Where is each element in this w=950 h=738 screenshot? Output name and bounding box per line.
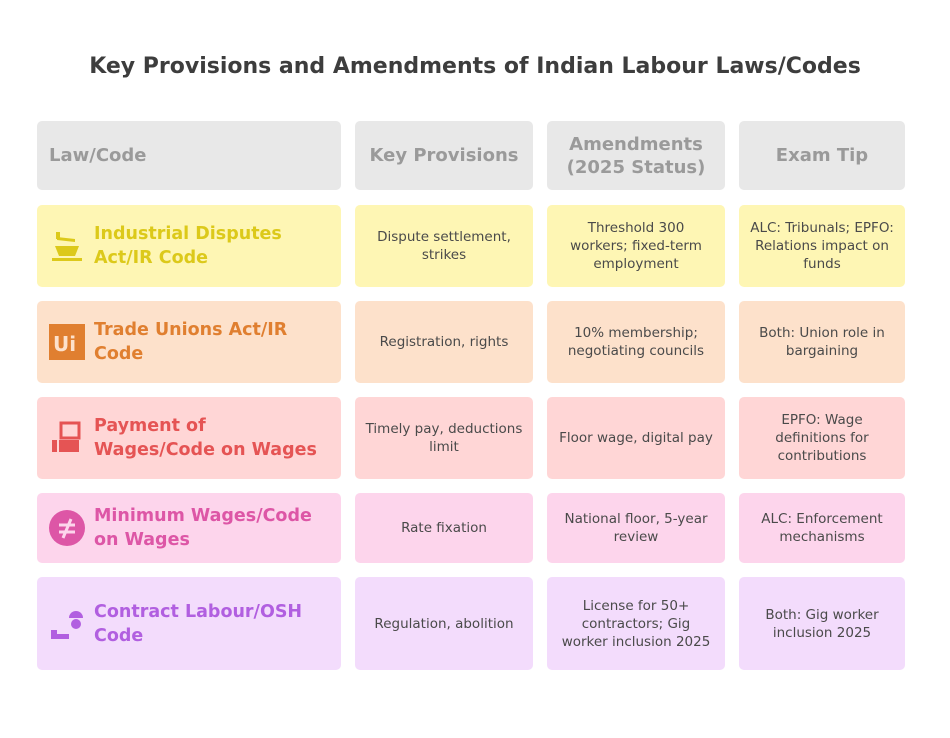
worker-icon [49,606,85,642]
svg-text:Ui: Ui [53,332,76,356]
header-exam-tip: Exam Tip [739,121,905,190]
law-name: Industrial Disputes Act/IR Code [94,224,282,268]
key-provisions-cell: Regulation, abolition [355,577,533,670]
exam-tip-cell: ALC: Enforcement mechanisms [739,493,905,563]
key-provisions-cell: Registration, rights [355,301,533,383]
law-cell: Contract Labour/OSH Code [37,577,341,670]
law-name: Payment of Wages/Code on Wages [94,416,317,460]
amendments-cell: 10% membership; negotiating councils [547,301,725,383]
key-provisions-cell: Rate fixation [355,493,533,563]
law-name: Trade Unions Act/IR Code [94,320,288,364]
key-provisions-cell: Timely pay, deductions limit [355,397,533,479]
amendments-cell: Threshold 300 workers; fixed-term employ… [547,205,725,287]
header-key-provisions: Key Provisions [355,121,533,190]
law-cell: Payment of Wages/Code on Wages [37,397,341,479]
law-cell: Industrial Disputes Act/IR Code [37,205,341,287]
law-cell: Ui Trade Unions Act/IR Code [37,301,341,383]
hand-money-icon [49,420,85,456]
exam-tip-cell: Both: Union role in bargaining [739,301,905,383]
union-logo-icon: Ui [49,324,85,360]
page-title: Key Provisions and Amendments of Indian … [89,54,861,79]
law-cell: Minimum Wages/Code on Wages [37,493,341,563]
header-law-code: Law/Code [37,121,341,190]
exam-tip-cell: ALC: Tribunals; EPFO: Relations impact o… [739,205,905,287]
amendments-cell: Floor wage, digital pay [547,397,725,479]
protest-sign-icon [49,228,85,264]
header-amendments: Amendments (2025 Status) [547,121,725,190]
amendments-cell: License for 50+ contractors; Gig worker … [547,577,725,670]
law-name: Contract Labour/OSH Code [94,601,303,646]
exam-tip-cell: Both: Gig worker inclusion 2025 [739,577,905,670]
exam-tip-cell: EPFO: Wage definitions for contributions [739,397,905,479]
key-provisions-cell: Dispute settlement, strikes [355,205,533,287]
amendments-cell: National floor, 5-year review [547,493,725,563]
not-equal-icon [49,510,85,546]
law-name: Minimum Wages/Code on Wages [94,506,312,550]
